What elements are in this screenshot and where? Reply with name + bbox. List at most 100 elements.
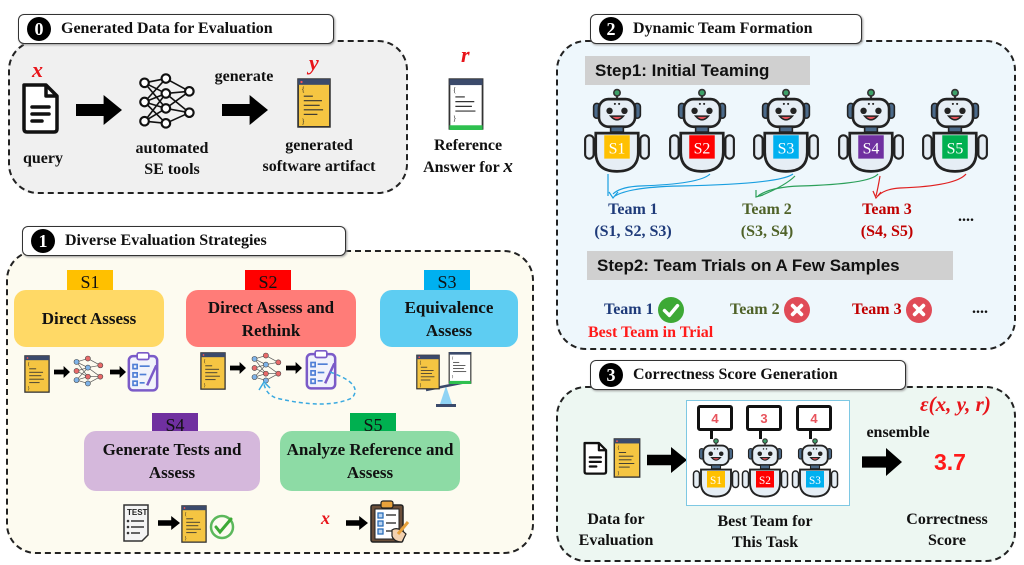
robot-strategy-label: S1 (609, 140, 626, 157)
code-file-icon (295, 78, 333, 128)
neural-network-icon (72, 355, 106, 387)
team-members: (S3, S4) (740, 223, 794, 240)
panel-1-title-text: Diverse Evaluation Strategies (65, 232, 267, 249)
score-formula: ε(x, y, r) (920, 392, 991, 416)
bubble-tail (809, 431, 812, 439)
trial-team-name: Team 2 (730, 301, 780, 318)
robot-strategy-label: S3 (809, 475, 821, 487)
teams-ellipsis: .... (958, 208, 974, 225)
bubble-score: 3 (760, 410, 768, 426)
strategy-name: Equivalence Assess (404, 297, 494, 340)
robot-strategy-label: S5 (947, 140, 964, 157)
team-label-line1: Best Team for (717, 513, 813, 530)
team-members: (S4, S5) (860, 223, 914, 240)
clipboard-checklist-icon (370, 500, 410, 543)
equivalence-scale-icon (416, 352, 472, 407)
best-team-label: Best Team in Trial (588, 324, 714, 341)
ensemble-label: ensemble (866, 424, 930, 441)
code-file-icon (181, 505, 207, 543)
score-bubble: 4 (697, 405, 733, 431)
team3-arrow-s4 (875, 175, 881, 197)
generate-label: generate (214, 68, 274, 85)
panel-0-title: 0 Generated Data for Evaluation (18, 14, 334, 44)
arrow-icon (54, 366, 70, 378)
strategy-box-s2: Direct Assess and Rethink (186, 290, 356, 347)
data-label-line2: Evaluation (578, 532, 654, 549)
trial-team-1: Team 1 (604, 297, 684, 323)
step-number-badge: 2 (599, 17, 623, 41)
robot-icon: S5 (921, 88, 989, 174)
score-label-line1: Correctness (906, 511, 988, 528)
robot-icon: S1 (583, 88, 651, 174)
artifact-variable: y (309, 50, 319, 75)
robot-icon: S4 (837, 88, 905, 174)
check-circle-icon (658, 297, 684, 323)
se-tools-label-line2: SE tools (144, 161, 200, 178)
query-document-icon (20, 82, 60, 134)
panel-2-title-text: Dynamic Team Formation (633, 20, 813, 37)
team-label-line2: This Task (731, 534, 799, 551)
score-bubble: 4 (796, 405, 832, 431)
strategy-box-s5: Analyze Reference and Assess (280, 431, 460, 491)
team1-arrow-s3 (614, 173, 794, 197)
data-for-evaluation-label: Data for Evaluation (566, 509, 666, 551)
strategy-name: Direct Assess and Rethink (207, 297, 335, 340)
s5-query-variable: x (321, 508, 330, 528)
query-variable: x (32, 57, 43, 82)
trial-team-name: Team 3 (852, 301, 902, 318)
robot-strategy-label: S2 (694, 140, 711, 157)
artifact-label: generated software artifact (244, 135, 394, 177)
team-1: Team 1 (S1, S2, S3) (578, 199, 688, 243)
arrow-icon (158, 516, 180, 530)
arrow-icon (862, 448, 902, 476)
team3-arrow-s5 (877, 173, 967, 197)
arrow-icon (647, 447, 687, 473)
panel-3-title: 3 Correctness Score Generation (590, 360, 906, 390)
reference-label: Reference Answer for x (410, 135, 526, 178)
robot-s2: S2 (668, 88, 736, 174)
strategy-box-s4: Generate Tests and Assess (84, 431, 260, 491)
team-members: (S1, S2, S3) (594, 223, 672, 240)
test-label: TEST (127, 508, 148, 517)
team-name: Team 1 (608, 201, 658, 218)
x-circle-icon (784, 297, 810, 323)
test-document-icon: TEST (123, 504, 149, 542)
team-2: Team 2(S3, S4) (712, 199, 822, 243)
reference-label-line1: Reference (433, 137, 503, 154)
team-robot-s2: S2 (741, 438, 789, 498)
panel-0-title-text: Generated Data for Evaluation (61, 20, 273, 37)
trials-ellipsis: .... (972, 300, 988, 317)
team-assignment-arrows (607, 173, 967, 200)
team-robot-s1: S1 (692, 438, 740, 498)
strategy-name: Direct Assess (41, 309, 137, 328)
robot-s1: S1 (583, 88, 651, 174)
robot-icon: S2 (741, 438, 789, 498)
team1-arrow-s2 (612, 173, 711, 195)
trial-team-name: Team 1 (604, 301, 654, 318)
reference-label-text: Answer for (423, 159, 500, 176)
bubble-score: 4 (810, 410, 818, 426)
step-number-badge: 0 (27, 17, 51, 41)
code-file-icon (613, 438, 641, 478)
team-3: Team 3(S4, S5) (832, 199, 942, 243)
correctness-score-label: Correctness Score (892, 509, 1002, 551)
robot-strategy-label: S3 (778, 140, 795, 157)
artifact-label-line1: generated (285, 137, 353, 154)
robot-s5: S5 (921, 88, 989, 174)
step1-label: Step1: Initial Teaming (585, 56, 810, 85)
robot-s4: S4 (837, 88, 905, 174)
robot-icon: S1 (692, 438, 740, 498)
team2-arrow-s4 (757, 173, 879, 197)
panel-1-title: 1 Diverse Evaluation Strategies (22, 226, 346, 256)
score-bubble: 3 (746, 405, 782, 431)
robot-icon: S2 (668, 88, 736, 174)
query-document-icon (582, 441, 608, 475)
artifact-label-line2: software artifact (262, 158, 376, 175)
reference-label-line2: Answer for x (410, 156, 526, 178)
robot-strategy-label: S4 (863, 140, 880, 157)
trial-team-2: Team 2 (730, 297, 810, 323)
se-tools-label: automated SE tools (122, 138, 222, 180)
bubble-tail (710, 431, 713, 439)
robot-strategy-label: S1 (710, 475, 722, 487)
x-circle-icon (906, 297, 932, 323)
